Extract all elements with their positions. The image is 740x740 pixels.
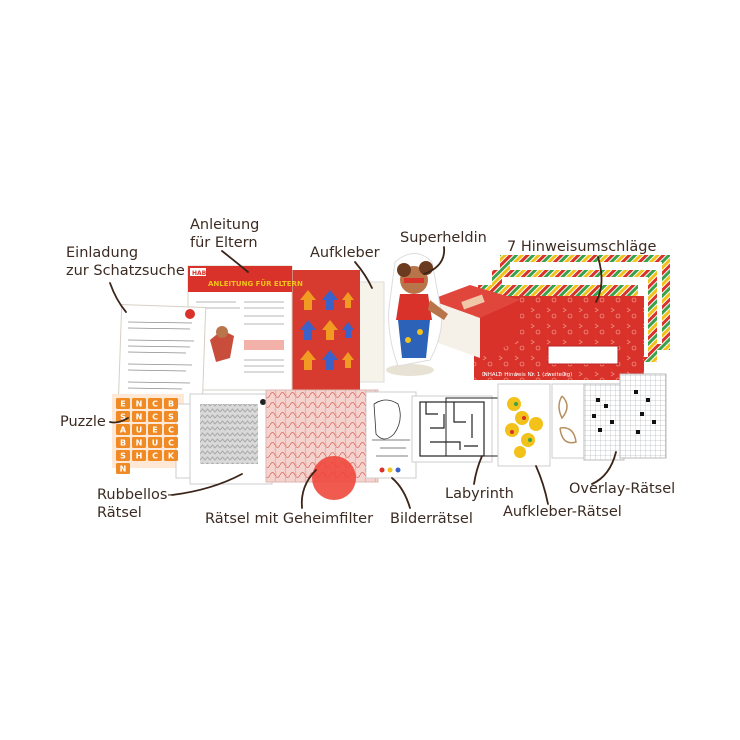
puzzle-tile-letter: C: [152, 400, 158, 409]
booklet-title: ANLEITUNG FÜR ELTERN: [208, 279, 303, 288]
puzzle-tile: [132, 398, 146, 409]
puzzle-tile: [164, 398, 178, 409]
overlay-puzzle-cards: [583, 373, 667, 461]
puzzle-tile: [164, 424, 178, 435]
puzzle-tile-letter: S: [120, 452, 126, 461]
label-geheimfilter: Rätsel mit Geheimfilter: [205, 511, 374, 527]
label-einladung-line1: Einladung: [66, 245, 139, 261]
label-einladung: Einladung zur Schatzsuche: [66, 244, 185, 280]
labyrinth-cards: [411, 395, 501, 463]
puzzle-tile-letter: N: [136, 413, 143, 422]
puzzle-tile-letter: N: [136, 439, 143, 448]
label-superheldin: Superheldin: [400, 230, 487, 246]
label-rubbellos-line1: Rubbellos-: [97, 487, 173, 503]
puzzle-tile: [148, 450, 162, 461]
label-anleitung: Anleitung für Eltern: [190, 216, 259, 252]
pointer-puzzle: [109, 417, 129, 424]
label-overlay-raetsel: Overlay-Rätsel: [569, 481, 676, 497]
puzzle-tile-letter: E: [120, 400, 125, 409]
label-rubbellos-line2: Rätsel: [97, 505, 142, 521]
puzzle-tile: [116, 398, 130, 409]
puzzle-tile: [132, 424, 146, 435]
pointer-labyrinth: [473, 455, 483, 485]
pointer-bilderraetsel: [391, 477, 411, 509]
puzzle-tile: [132, 450, 146, 461]
pointer-umschlaege: [595, 256, 603, 303]
puzzle-tile-letter: H: [136, 452, 143, 461]
puzzle-tile-letter: B: [168, 400, 174, 409]
puzzle-tile: [164, 450, 178, 461]
puzzle-tile: [164, 411, 178, 422]
puzzle-tile-letter: N: [120, 465, 127, 474]
puzzle-tile-letter: K: [168, 452, 175, 461]
puzzle-tile-letter: C: [168, 439, 174, 448]
label-einladung-line2: zur Schatzsuche: [66, 263, 185, 279]
puzzle-tile: [116, 437, 130, 448]
puzzle-tile-letter: E: [152, 426, 157, 435]
red-filter-disc: [312, 456, 356, 500]
picture-puzzle-card: [365, 391, 417, 479]
puzzle-tile-letter: C: [152, 413, 158, 422]
scratch-card: [189, 393, 273, 485]
secret-filter-card: [265, 389, 379, 500]
puzzle-tile-letter: U: [152, 439, 159, 448]
arrow-stickers: [300, 290, 354, 370]
pointer-overlay: [591, 451, 617, 485]
puzzle-tile-letter: A: [120, 426, 127, 435]
sticker-sheet: [288, 270, 385, 390]
puzzle-tile-letter: S: [168, 413, 174, 422]
puzzle-tile-letter: S: [120, 413, 126, 422]
puzzle-tile: [164, 437, 178, 448]
puzzle-tile: [116, 463, 130, 474]
label-bilderraetsel: Bilderrätsel: [390, 511, 473, 527]
label-rubbellos: Rubbellos- Rätsel: [97, 486, 173, 522]
puzzle-tile: [132, 411, 146, 422]
puzzle-tile-letter: C: [168, 426, 174, 435]
label-labyrinth: Labyrinth: [445, 486, 514, 502]
puzzle-tile: [116, 450, 130, 461]
puzzle-tile: [148, 411, 162, 422]
puzzle-tile-letter: N: [136, 400, 143, 409]
puzzle-tile-letter: C: [152, 452, 158, 461]
puzzle-tile: [132, 437, 146, 448]
pointer-geheimfilter: [300, 469, 317, 509]
pointer-aufkleber: [354, 261, 373, 289]
invitation-letter: [117, 304, 207, 406]
puzzle-tile: [148, 398, 162, 409]
puzzle-tile: [148, 424, 162, 435]
label-pointers: [109, 246, 617, 509]
pointer-superheldin: [423, 246, 446, 275]
pointer-rubbellos: [171, 473, 243, 496]
puzzle-tile: [148, 437, 162, 448]
puzzle-tile-letter: B: [120, 439, 126, 448]
label-anleitung-line1: Anleitung: [190, 217, 260, 233]
label-aufkleber-raetsel: Aufkleber-Rätsel: [503, 504, 622, 520]
puzzle-tile: [116, 424, 130, 435]
pointer-einladung: [109, 282, 127, 313]
puzzle-tile-letter: U: [136, 426, 143, 435]
sticker-puzzle-cards: [497, 383, 589, 467]
label-hinweisumschlaege: 7 Hinweisumschläge: [507, 239, 657, 255]
pointer-aufkleber-raetsel: [535, 465, 549, 505]
label-aufkleber: Aufkleber: [310, 245, 380, 261]
label-anleitung-line2: für Eltern: [190, 235, 258, 251]
brand-logo: HABA: [192, 270, 211, 277]
pointer-anleitung: [221, 250, 249, 273]
label-puzzle: Puzzle: [60, 414, 106, 430]
envelope-label: INHALT: Hinweis Nr. 1 (zweiteilig): [482, 372, 572, 378]
superheroine-figure: [386, 253, 448, 376]
